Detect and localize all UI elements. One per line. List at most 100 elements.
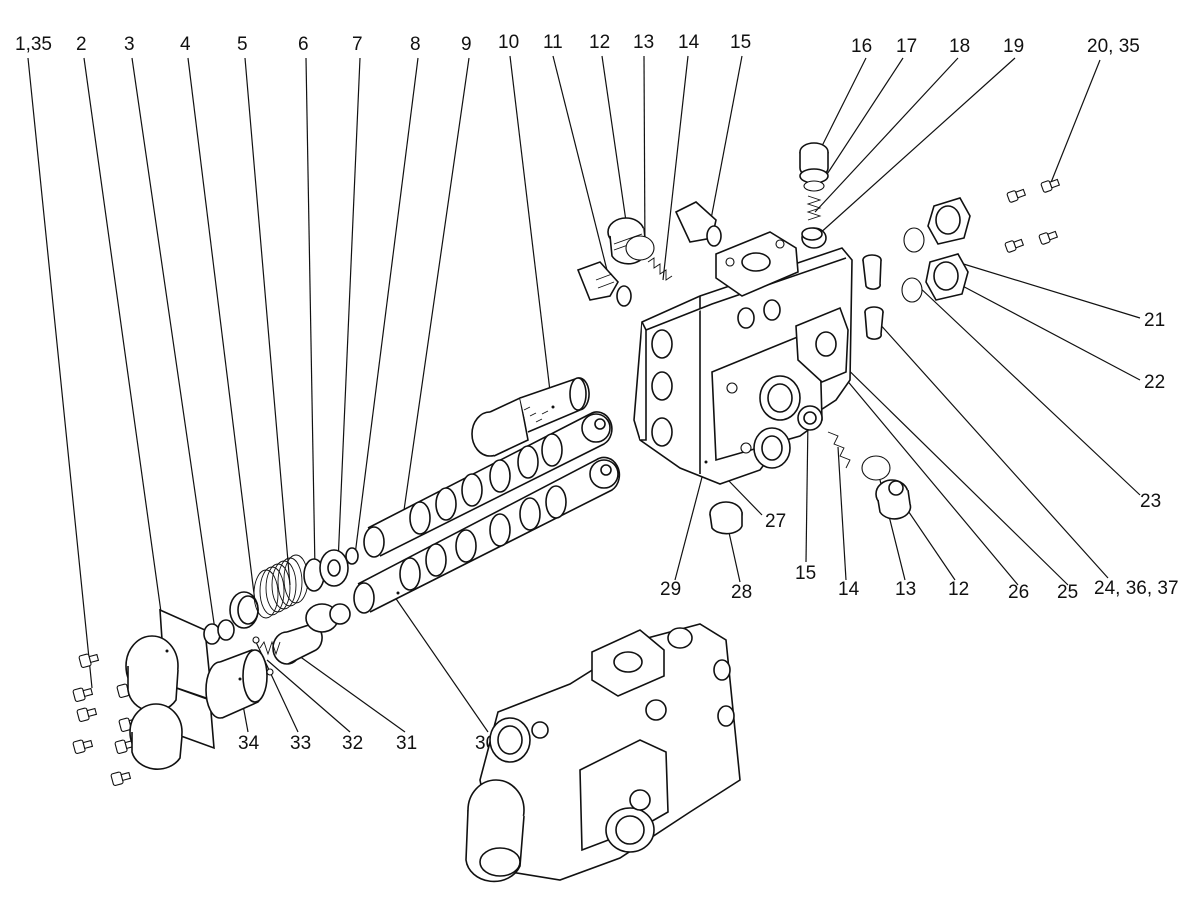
relief-valve-10 bbox=[471, 377, 590, 457]
callout-26: 26 bbox=[1008, 582, 1029, 603]
leader-12 bbox=[601, 55, 629, 236]
body-lower-port bbox=[753, 427, 791, 469]
leader-24 bbox=[877, 321, 1109, 579]
callout-13: 13 bbox=[633, 32, 654, 53]
leader-1 bbox=[27, 57, 93, 689]
spring-coil-32 bbox=[259, 640, 281, 656]
leader-14 bbox=[662, 55, 689, 281]
leader-28 bbox=[727, 527, 741, 583]
body-flange-right bbox=[795, 306, 849, 383]
callout-11: 11 bbox=[543, 32, 563, 53]
callout-labels: 1,35 2 3 4 5 6 7 8 9 10 11 12 13 14 15 1… bbox=[15, 32, 1179, 754]
callout-14-lower: 14 bbox=[838, 579, 860, 600]
callout-28: 28 bbox=[731, 582, 752, 603]
body-ports-left bbox=[651, 329, 673, 447]
spring-coil-5 bbox=[253, 554, 309, 619]
spool-lands-upper bbox=[409, 433, 563, 535]
callout-18: 18 bbox=[949, 36, 970, 57]
leader-7 bbox=[337, 57, 361, 564]
leader-22 bbox=[954, 281, 1141, 381]
callout-15: 15 bbox=[730, 32, 751, 53]
callout-15-lower: 15 bbox=[795, 563, 816, 584]
leader-15b bbox=[805, 417, 809, 563]
spring-cap bbox=[125, 608, 215, 770]
spring-pack bbox=[203, 547, 359, 676]
screws-20 bbox=[1004, 178, 1061, 253]
leader-18 bbox=[814, 57, 959, 213]
callout-3: 3 bbox=[124, 34, 135, 55]
sleeve-34 bbox=[205, 649, 268, 719]
leader-lines bbox=[27, 55, 1141, 733]
callout-14: 14 bbox=[678, 32, 700, 53]
callout-9: 9 bbox=[461, 34, 472, 55]
plug-28 bbox=[709, 501, 743, 535]
callout-23: 23 bbox=[1140, 491, 1161, 512]
leader-17 bbox=[817, 57, 904, 189]
callout-19: 19 bbox=[1003, 36, 1024, 57]
spool-lands-lower bbox=[399, 485, 567, 591]
callout-34: 34 bbox=[238, 733, 260, 754]
leader-27 bbox=[727, 479, 763, 516]
callout-21: 21 bbox=[1144, 310, 1165, 331]
leader-10 bbox=[509, 55, 553, 409]
leader-11 bbox=[552, 55, 613, 291]
o-ring-23 bbox=[901, 227, 925, 303]
callout-33: 33 bbox=[290, 733, 311, 754]
callout-2: 2 bbox=[76, 34, 87, 55]
flange-21 bbox=[927, 197, 971, 245]
leader-15 bbox=[707, 55, 743, 236]
spring-14 bbox=[647, 257, 673, 281]
callout-17: 17 bbox=[896, 36, 917, 57]
o-ring-13-lower bbox=[861, 455, 891, 481]
callout-32: 32 bbox=[342, 733, 363, 754]
leader-3 bbox=[131, 57, 216, 631]
pin-24 bbox=[862, 254, 884, 340]
leader-8 bbox=[354, 57, 419, 556]
leader-5 bbox=[244, 57, 291, 586]
valve-body-29 bbox=[633, 227, 853, 485]
spring-14-lower bbox=[827, 431, 851, 469]
leader-20 bbox=[1049, 59, 1101, 186]
callout-6: 6 bbox=[298, 34, 309, 55]
callout-24-36-37: 24, 36, 37 bbox=[1094, 578, 1179, 599]
leader-16 bbox=[815, 57, 867, 159]
leader-9 bbox=[399, 57, 470, 539]
leader-2 bbox=[83, 57, 167, 649]
poppet-19 bbox=[801, 227, 823, 241]
leader-25 bbox=[827, 349, 1069, 586]
callout-10: 10 bbox=[498, 32, 519, 53]
assembled-side-ports bbox=[531, 659, 735, 739]
callout-22: 22 bbox=[1144, 372, 1165, 393]
fitting-15 bbox=[674, 201, 722, 247]
callout-27: 27 bbox=[765, 511, 786, 532]
assembled-valve-view bbox=[465, 623, 741, 883]
leader-30 bbox=[389, 589, 489, 733]
callout-7: 7 bbox=[352, 34, 363, 55]
plug-12-lower bbox=[875, 479, 912, 520]
callout-12: 12 bbox=[589, 32, 610, 53]
callout-20-35: 20, 35 bbox=[1087, 36, 1140, 57]
callout-29: 29 bbox=[660, 579, 681, 600]
callout-25: 25 bbox=[1057, 582, 1078, 603]
leader-23 bbox=[916, 284, 1141, 496]
leader-29 bbox=[674, 461, 707, 581]
leader-21 bbox=[956, 261, 1141, 319]
leader-14b bbox=[837, 446, 847, 581]
fitting-15-lower bbox=[797, 405, 823, 431]
leader-32 bbox=[266, 659, 351, 733]
assembled-top-pad bbox=[591, 627, 693, 697]
pressure-valve-16 bbox=[799, 142, 829, 192]
o-ring-13 bbox=[625, 235, 655, 261]
leader-19 bbox=[817, 57, 1016, 236]
leader-26 bbox=[844, 377, 1019, 586]
callout-16: 16 bbox=[851, 36, 872, 57]
left-cap-assembly bbox=[72, 547, 359, 786]
check-valve-11 bbox=[576, 261, 632, 307]
callout-12-lower: 12 bbox=[948, 579, 969, 600]
assembled-flange bbox=[579, 739, 669, 853]
leader-4 bbox=[187, 57, 257, 611]
callout-8: 8 bbox=[410, 34, 421, 55]
leader-13 bbox=[643, 55, 646, 259]
callout-31: 31 bbox=[396, 733, 417, 754]
